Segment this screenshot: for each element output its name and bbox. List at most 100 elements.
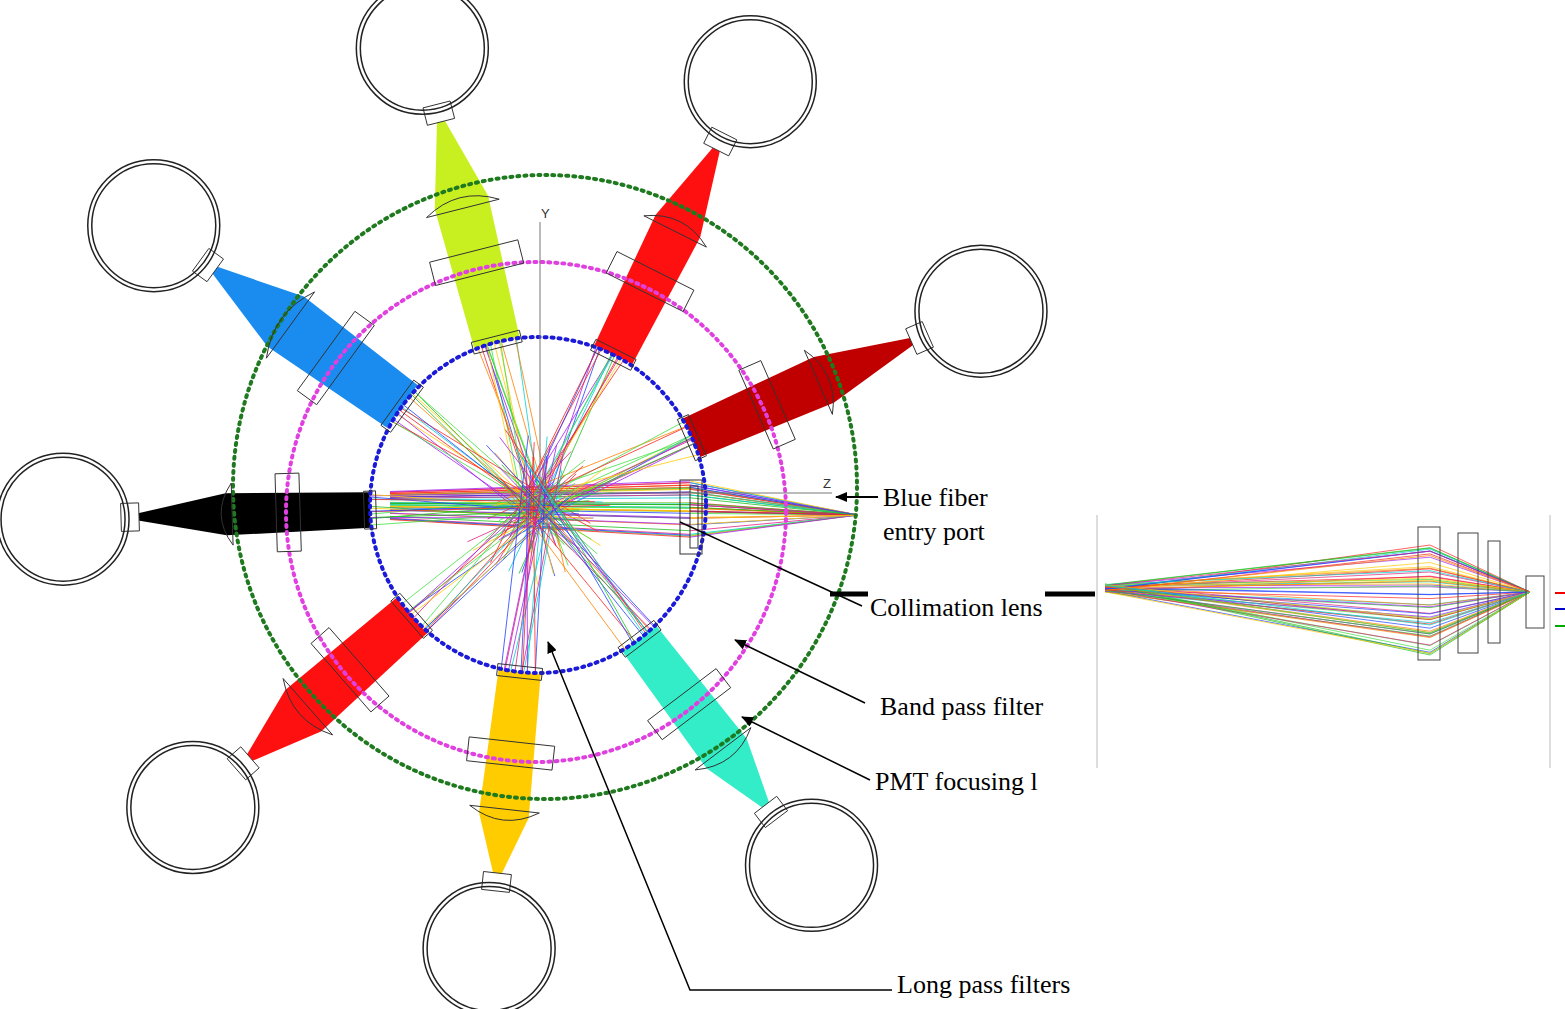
pmt-outer (0, 453, 129, 585)
inset-ray (1105, 585, 1530, 633)
fiber-ray (690, 485, 858, 515)
inset-ray (1105, 554, 1530, 592)
inset-ray (1105, 584, 1530, 650)
ring-group (233, 175, 857, 799)
leader-line (548, 642, 892, 990)
mixed-ray (533, 457, 535, 674)
leader-line (735, 640, 865, 703)
pmt-inner (360, 0, 484, 110)
band-pass-filter (648, 669, 731, 740)
band-pass-filter (739, 361, 796, 449)
inset-ray (1105, 545, 1530, 592)
pmt-outer (127, 741, 259, 873)
inset-panel (1095, 513, 1565, 769)
mixed-ray (501, 478, 636, 642)
fiber-ray (690, 483, 858, 515)
collimation-lens (680, 480, 702, 554)
lens-element (1488, 541, 1500, 643)
inset-ray (1105, 584, 1530, 654)
inset-ray (1105, 571, 1530, 592)
part-label: Blue fiber entry port (881, 481, 1013, 549)
pmt-inner (688, 20, 812, 144)
inset-ray (1105, 557, 1530, 592)
band-pass-filter (430, 240, 524, 286)
focusing-lens (221, 483, 233, 545)
filter-ring (286, 262, 786, 762)
mixed-ray (414, 390, 572, 550)
lens-element (1418, 527, 1440, 660)
pmt-outer (88, 160, 220, 292)
fiber-ray (690, 515, 858, 524)
pmt-outer (356, 0, 488, 114)
mixed-ray (409, 397, 572, 543)
band-pass-filter (606, 252, 694, 312)
focusing-lens (644, 215, 707, 247)
part-label: PMT focusing l (873, 765, 1040, 799)
band-pass-filter (311, 628, 389, 712)
beam (683, 337, 916, 457)
band-pass-filter (275, 473, 301, 552)
mixed-ray (537, 479, 633, 643)
z-axis (540, 493, 832, 494)
beam (594, 145, 720, 365)
pmt-outer (915, 245, 1047, 377)
axis-label: Y (539, 206, 552, 221)
beam (245, 598, 427, 762)
collimation-lens (690, 486, 698, 548)
lens-element (1526, 576, 1544, 628)
fiber-ray (690, 515, 858, 531)
pmt-inner (919, 249, 1043, 373)
band-pass-filter (297, 311, 374, 404)
inset-ray (1105, 585, 1530, 619)
inset-ray (1105, 590, 1530, 645)
inset-ray (1105, 548, 1530, 592)
mixed-ray (524, 470, 562, 672)
long-pass-filter (618, 620, 661, 657)
fiber-ray (690, 515, 858, 525)
part-label: Band pass filter (878, 690, 1045, 724)
focusing-lens (804, 350, 833, 414)
inset-ray (1105, 590, 1530, 634)
beam (435, 117, 520, 348)
inset-ray (1105, 551, 1530, 592)
inset-ray (1105, 592, 1530, 653)
fiber-ray (690, 481, 858, 515)
inset-ray (1105, 585, 1530, 619)
pmt-outer (684, 16, 816, 148)
pmt-window (754, 796, 787, 827)
pmt-inner (92, 164, 216, 288)
mixed-ray (503, 484, 626, 650)
inset-lens-view (1095, 513, 1565, 769)
focusing-lens (283, 679, 333, 735)
mixed-ray (426, 476, 564, 632)
fiber-ray (690, 492, 858, 515)
inset-ray (1105, 549, 1530, 592)
mixed-ray (501, 436, 528, 670)
pmt-inner (131, 745, 255, 869)
mixed-ray (423, 491, 578, 629)
inset-ray (1105, 551, 1530, 592)
inset-ray (1105, 585, 1530, 625)
fiber-ray (690, 493, 858, 515)
pmt-window (423, 101, 455, 125)
fiber-ray (690, 487, 858, 515)
optics-group (121, 101, 934, 892)
beam (210, 266, 417, 428)
inset-ray (1105, 590, 1530, 633)
part-label: Collimation lens (868, 591, 1045, 625)
pmt-outer (746, 799, 878, 931)
long-pass-filter (591, 339, 637, 370)
band-pass-filter (467, 737, 555, 770)
inset-ray (1105, 567, 1530, 592)
axis-label: Z (821, 476, 833, 491)
fiber-ray (690, 498, 858, 515)
long-pass-filter (381, 380, 424, 432)
inset-ray (1105, 556, 1530, 593)
leader-line (742, 717, 870, 780)
focusing-lens (266, 292, 314, 358)
lens-ring (233, 175, 857, 799)
longpass-ring (370, 337, 706, 673)
pmt-group (0, 0, 1047, 1009)
